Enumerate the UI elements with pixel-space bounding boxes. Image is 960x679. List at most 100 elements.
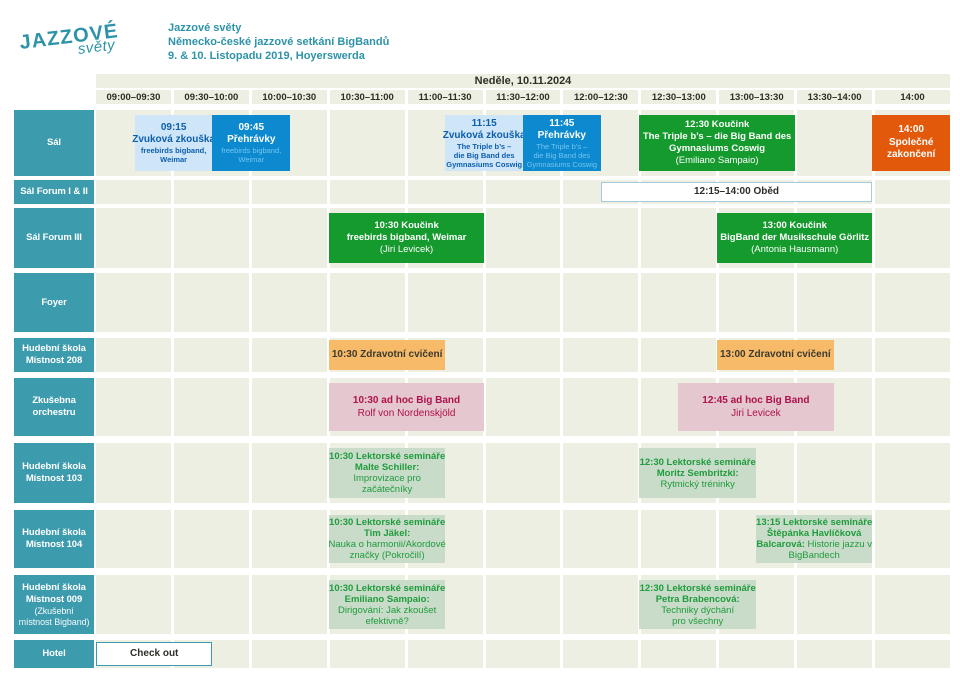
grid-cell [563,273,639,332]
grid-cell [173,575,249,634]
grid-cell [485,640,561,668]
time-slot-label: 09:00–09:30 [96,90,171,104]
event-text-line: začátečníky [362,484,413,495]
room-label-line: Hudební škola [22,581,86,593]
event-text-line: Techniky dýchání [661,604,735,616]
grid-cell [251,378,327,436]
grid-cell [251,443,327,503]
event-text-line: Weimar [238,155,265,164]
grid-cell [251,273,327,332]
grid-cell [96,338,171,372]
event-text-line: Moritz Sembritzki: [656,467,739,479]
grid-cell [797,273,873,332]
time-slot-label: 12:00–12:30 [563,90,639,104]
grid-cell [797,443,873,503]
event-health-exercise-afternoon: 13:00 Zdravotní cvičení [717,340,834,370]
grid-cell [797,640,873,668]
room-label-line: (Zkušební [34,605,74,616]
grid-cell [563,208,639,268]
grid-cell [173,510,249,568]
grid-cell [797,575,873,634]
grid-cell [251,510,327,568]
grid-cell [875,378,950,436]
event-text-line: Emiliano Sampaio: [344,593,430,605]
event-text-segment: Balcarová: [756,539,805,550]
event-hotel-checkout: Check out [96,642,213,666]
grid-cell [329,180,405,204]
event-text-line: zakončení [886,149,936,161]
grid-cell [563,510,639,568]
grid-cell [485,575,561,634]
grid-cell [407,273,483,332]
event-text-line: Rolf von Nordenskjöld [357,408,456,419]
grid-cell [251,640,327,668]
room-label-line: Místnost 104 [25,539,83,550]
grid-cell [485,180,561,204]
event-text-line: The Triple b’s – [457,141,512,151]
event-text-line: Štěpánka Havlíčková [766,528,862,539]
grid-cell [329,640,405,668]
room-label-line: místnost Bigband) [18,616,90,627]
grid-cell [173,208,249,268]
grid-cell [173,443,249,503]
event-text-line: 14:00 [898,124,924,136]
grid-cells [96,273,950,332]
event-text-line: BigBandech [788,550,840,561]
grid-cell [329,110,405,176]
event-text-line: Gymnasiums Coswig [669,143,766,154]
event-text-line: pro všechny [672,615,724,627]
grid-cell [96,575,171,634]
room-label-sal: Sál [14,110,94,176]
event-text-line: Check out [130,648,179,660]
grid-cell [875,273,950,332]
grid-cell [563,443,639,503]
room-label-line: orchestru [32,407,76,418]
grid-cells [96,443,950,503]
event-text-segment: Historie jazzu v [804,539,872,550]
grid-cell [173,378,249,436]
grid-cell [719,640,795,668]
grid-cell [485,273,561,332]
time-slot-label: 09:30–10:00 [173,90,249,104]
grid-cell [485,510,561,568]
grid-cell [96,378,171,436]
event-text-line: Improvizace pro [353,473,421,484]
event-text-line: 10:30 Lektorské semináře [329,451,446,462]
event-text-line: Přehrávky [227,134,276,145]
room-label-line: Sál Forum I & II [20,186,88,197]
event-text-line: BigBand der Musikschule Görlitz [720,232,870,243]
grid-cell [875,180,950,204]
event-text-line: freebirds bigband, [221,146,282,155]
event-text-line: 10:30 Lektorské semináře [329,582,446,594]
event-text-line: freebirds bigband, Weimar [346,232,467,243]
event-text-line: die Big Band des [453,150,515,160]
grid-cell [251,575,327,634]
grid-cell [485,208,561,268]
event-text-line: The Triple b’s – die Big Band des [642,131,792,142]
row-track: 12:15–14:00 Oběd [96,180,950,204]
event-text-line: 12:45 ad hoc Big Band [702,395,810,406]
event-text-line: Zvuková zkouška [442,129,526,141]
event-text-line: Společné [888,136,934,148]
room-label-line: Foyer [41,296,67,308]
event-text-line: 13:00 Zdravotní cvičení [720,349,831,361]
event-text-line: Jiri Levicek [731,408,781,419]
room-label-sal-forum-1-2: Sál Forum I & II [14,180,94,204]
room-label-line: Hotel [42,648,66,659]
page-title: Jazzové světy Německo-české jazzové setk… [168,21,389,63]
event-text-line: 10:30 ad hoc Big Band [352,395,461,406]
